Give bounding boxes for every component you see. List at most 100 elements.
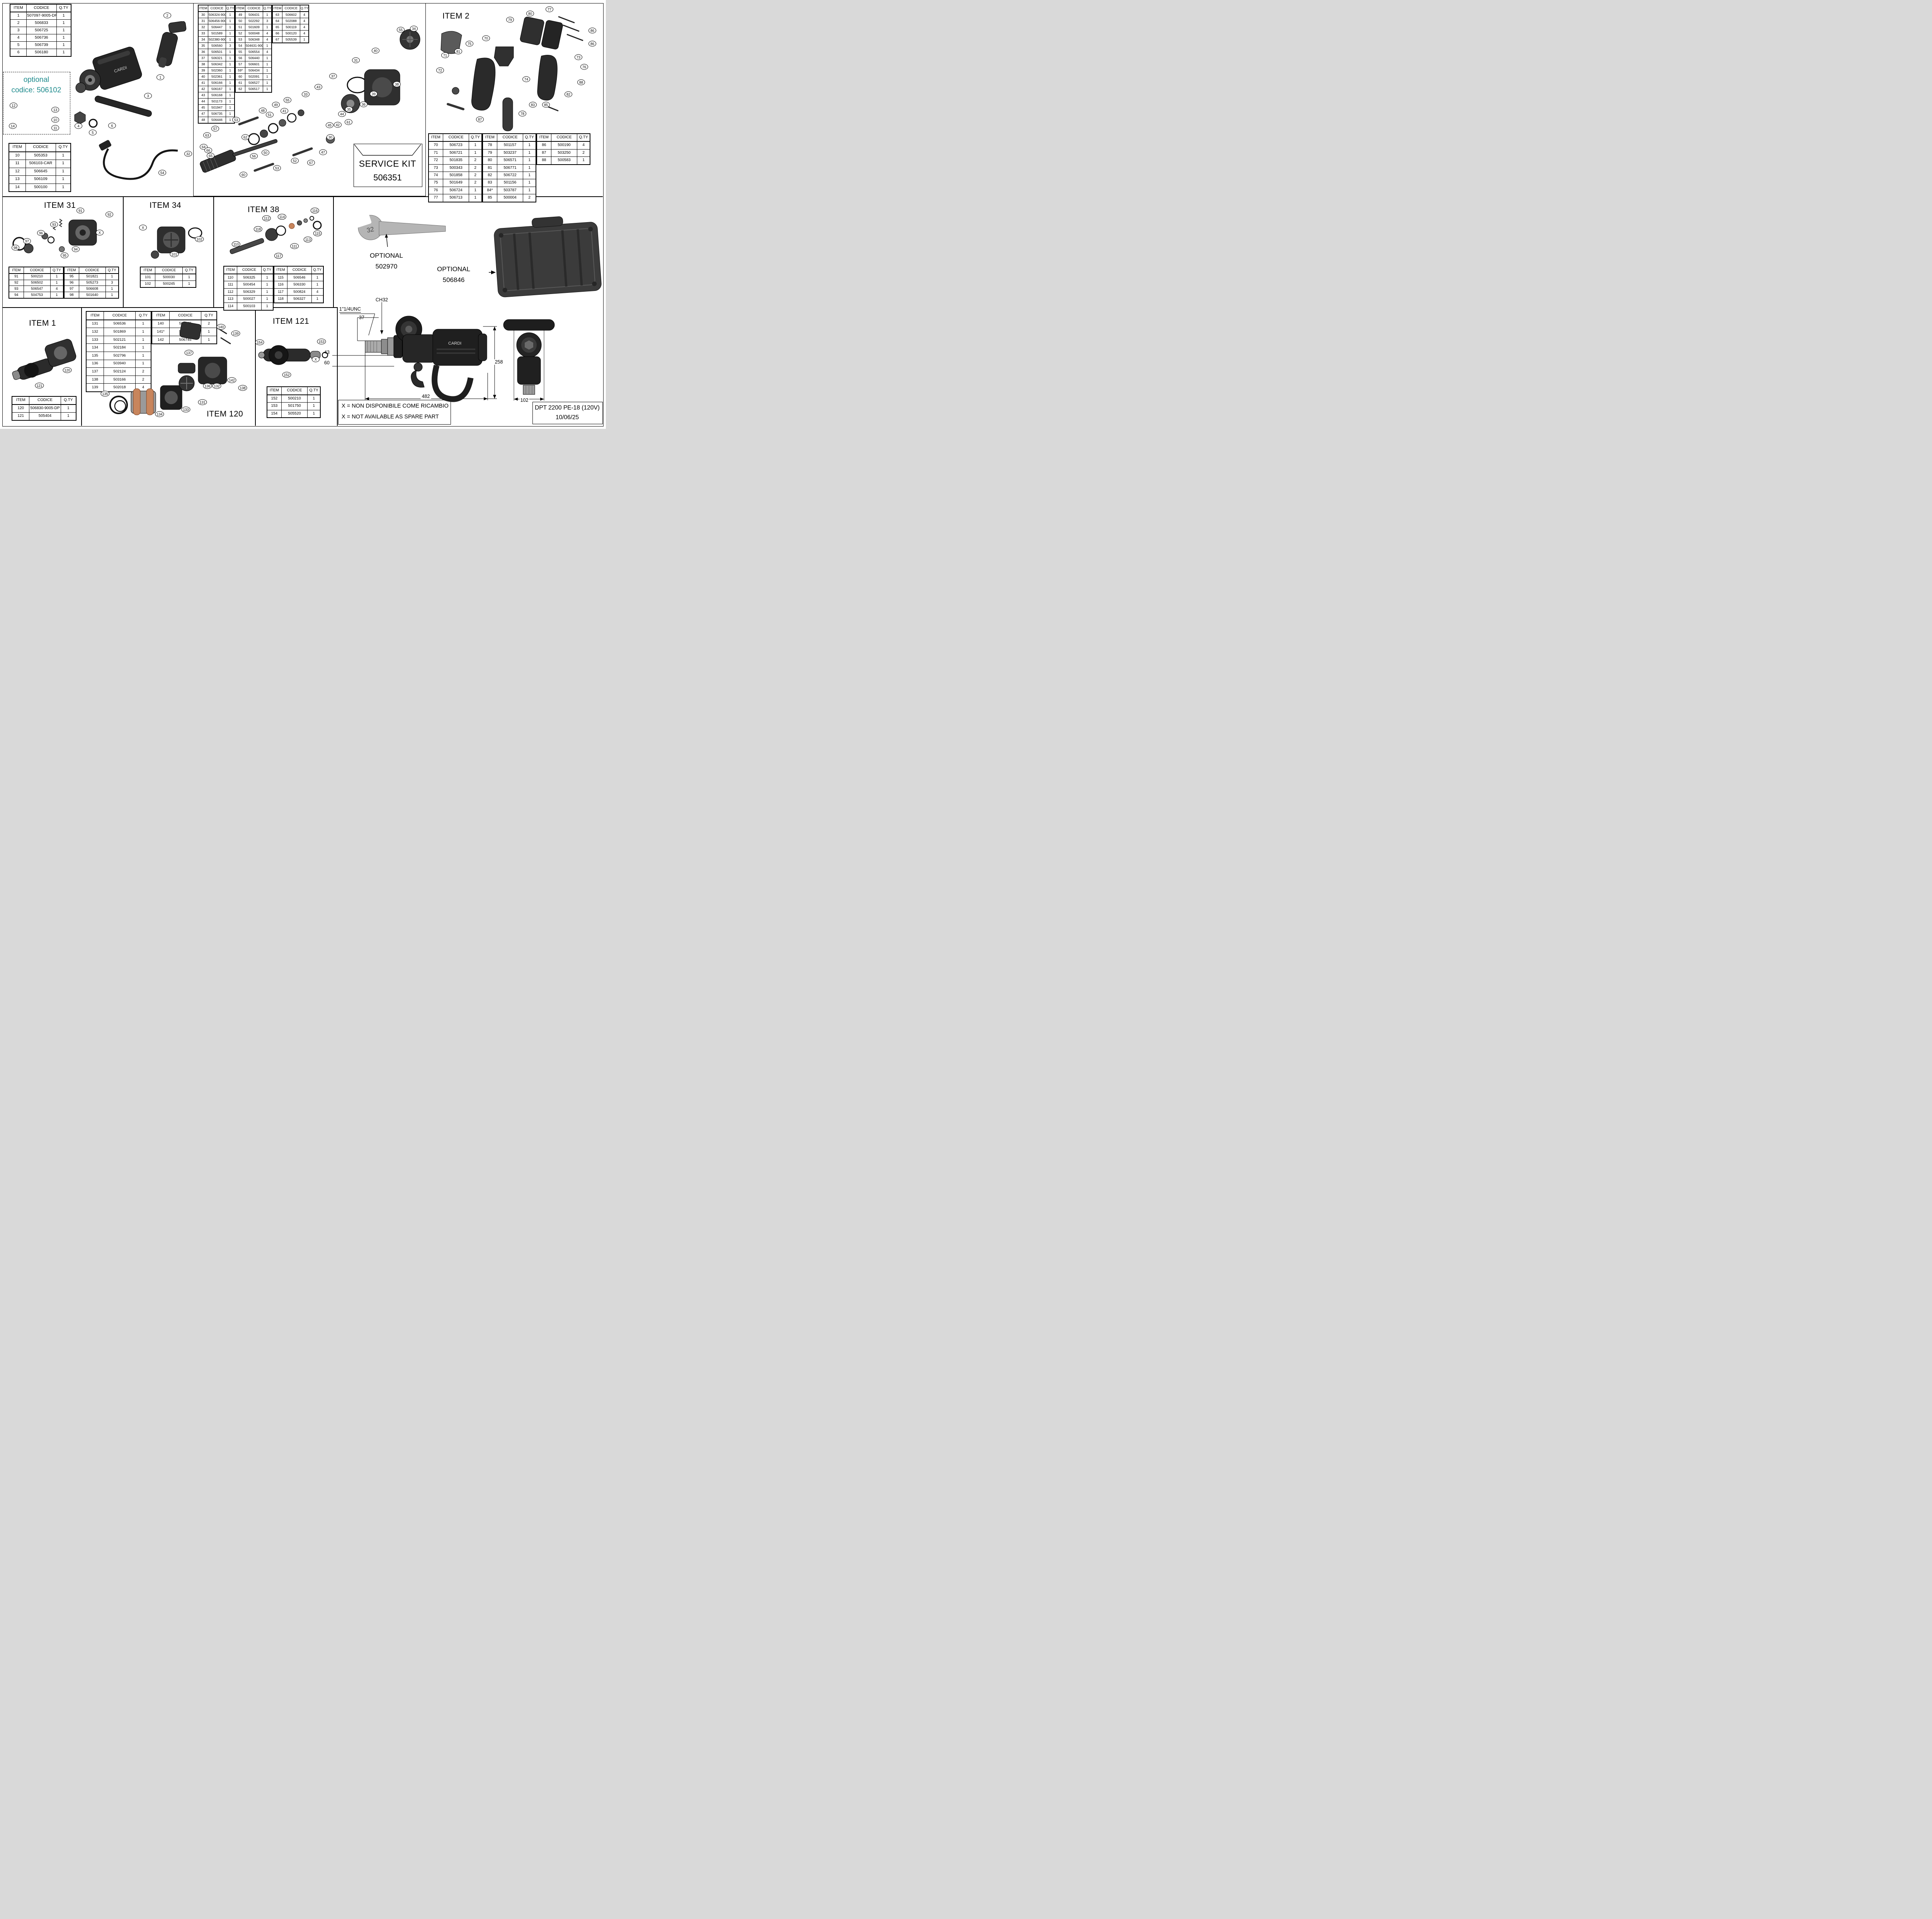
table-cell: 506180 [26,49,57,57]
table-header: ITEM [140,267,156,274]
dim-ch32: CH32 [376,297,388,303]
table-cell: 500027 [237,295,262,303]
table-header: Q.TY [50,267,64,274]
table-cell: 13 [9,175,26,184]
table-cell: 506431 [245,11,263,18]
table-header: ITEM [198,5,208,12]
table-cell: 1 [262,80,272,86]
table-header: CODICE [155,267,183,274]
table-cell: 500030 [155,274,183,281]
table-cell: 506109 [25,175,56,184]
table-cell: 501649 [442,179,469,187]
table-cell: 45 [198,104,208,111]
table-header: CODICE [551,133,578,142]
table-cell: 1 [60,412,77,421]
table-cell: 95 [64,273,79,280]
table-cell: 506527 [245,80,263,86]
table-cell: 1 [56,19,71,27]
drawing-carrying-case [489,216,602,297]
table-cell: 1 [182,280,196,288]
table-cell: 120 [12,404,30,413]
table-cell: 83 [482,179,497,187]
table-cell: 112 [223,288,238,296]
optional-wrench-line1: OPTIONAL [370,252,403,259]
dim-60: 60 [324,360,330,365]
table-cell: 506547 [23,286,51,292]
table-header: CODICE [23,267,51,274]
table-cell: 1 [469,186,482,195]
table-cell: 1 [56,160,71,168]
table-header: Q.TY [225,5,235,12]
table-cell: 1 [523,171,536,180]
table-cell: 153 [267,402,282,410]
table-cell: 1 [299,36,309,43]
table-cell: 67 [272,36,282,43]
optional-case-line1: OPTIONAL [437,265,470,273]
table-cell: 37 [198,55,208,61]
table-cell: 10 [9,151,26,160]
table-cell: 12 [9,167,26,176]
table-cell: 2 [10,19,27,27]
table-header: CODICE [26,4,57,12]
note-line1: X = NON DISPONIBILE COME RICAMBIO [342,403,449,409]
table-header: ITEM [12,396,30,405]
table-cell: 505273 [78,279,106,286]
spare-parts-sheet: ITEM 2 ITEM 31 ITEM 34 ITEM 38 ITEM 1 IT… [0,0,606,429]
table-cell: 501835 [442,156,469,165]
drawing-item120 [109,321,231,415]
service-kit-flap [354,144,421,156]
table-cell: 503787 [497,186,524,195]
table-header: CODICE [78,267,106,274]
table-cell: 506723 [442,141,469,150]
table-header: ITEM [10,4,27,12]
table-cell: 102 [140,280,156,288]
table-cell: 49 [235,11,245,18]
dim-37: 37 [359,315,364,320]
table-cell: 11 [9,160,26,168]
divider-120-121 [255,307,256,426]
table-cell: 72 [428,156,443,165]
table-cell: 101 [140,274,156,281]
item31-title: ITEM 31 [44,201,76,210]
table-cell: 506739 [26,41,57,49]
table-cell: 113 [223,295,238,303]
table-header: CODICE [169,311,202,320]
table-cell: 500824 [287,288,312,296]
table-cell: 1 [225,11,235,18]
table-cell: 506103-CAR [25,160,56,168]
service-kit-box [354,144,422,187]
table-cell: 501156 [497,179,524,187]
